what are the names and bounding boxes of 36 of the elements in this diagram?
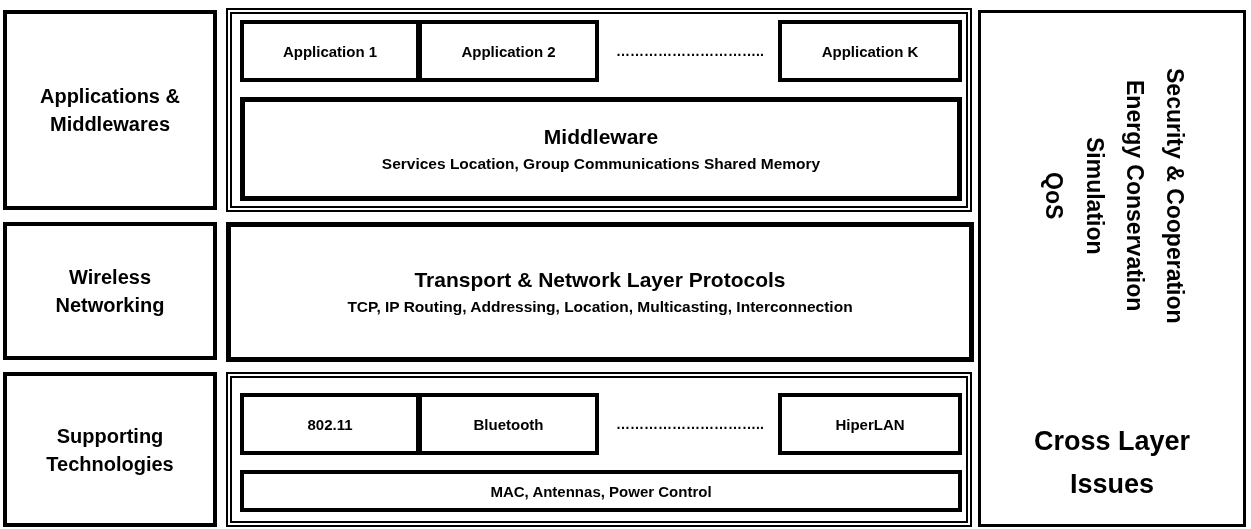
layer-box	[226, 222, 974, 362]
layer-box	[418, 20, 599, 82]
layer-title: Supporting Technologies	[45, 423, 175, 477]
layer-description: TCP, IP Routing, Addressing, Location, Multicasting, Interconnection	[347, 298, 853, 316]
cell-label: Application 1	[282, 42, 378, 60]
layer-box	[778, 20, 962, 82]
cell-label: 802.11	[307, 415, 353, 433]
bar-label: MAC, Antennas, Power Control	[490, 482, 712, 500]
layer-heading: Transport & Network Layer Protocols	[414, 268, 786, 292]
ellipsis-text: …………………………..	[615, 42, 765, 61]
layer-heading: Middleware	[543, 125, 659, 149]
layer-box	[3, 372, 217, 527]
ellipsis-text: …………………………..	[615, 415, 765, 434]
cell-label: Application 2	[461, 42, 556, 60]
cell-label: HiperLAN	[835, 415, 905, 433]
layer-box	[240, 20, 420, 82]
layer-box	[3, 10, 217, 210]
layer-box	[418, 393, 599, 455]
layer-title: Wireless Networking	[54, 265, 166, 318]
vertical-topic: Simulation	[1080, 137, 1109, 255]
layer-box	[240, 393, 420, 455]
layer-box	[240, 470, 962, 512]
layer-title: Applications & Middlewares	[39, 84, 181, 137]
layer-frame	[226, 372, 972, 527]
vertical-topic: Energy Conservation	[1120, 80, 1149, 312]
cell-label: Bluetooth	[473, 415, 544, 433]
layer-box	[778, 393, 962, 455]
layer-frame	[226, 8, 972, 212]
vertical-topic: QoS	[1040, 172, 1069, 220]
cell-label: Application K	[821, 42, 919, 60]
layer-box	[978, 10, 1246, 527]
layer-description: Services Location, Group Communications Shared Memory	[381, 155, 821, 173]
column-title: Cross Layer Issues	[1032, 424, 1192, 501]
vertical-topic: Security & Cooperation	[1161, 68, 1189, 324]
layer-box	[3, 222, 217, 360]
layer-box	[240, 97, 962, 201]
